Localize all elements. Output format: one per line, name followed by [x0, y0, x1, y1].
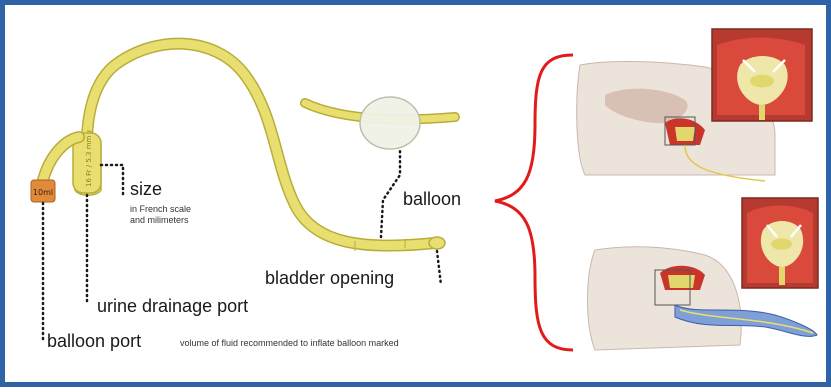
label-size: size	[130, 179, 162, 200]
balloon-port-volume-text: 10ml	[33, 188, 53, 197]
anatomy-inset-bottom	[742, 198, 818, 288]
size-marking-text: 16 Fr / 5.3 mm	[85, 135, 93, 187]
label-size-note-line1: in French scale	[130, 204, 191, 215]
balloon-leader-line	[381, 150, 400, 237]
inflated-balloon	[360, 97, 420, 149]
catheter-tip	[429, 237, 445, 249]
label-bladder-opening: bladder opening	[265, 268, 394, 289]
label-balloon-port-note: volume of fluid recommended to inflate b…	[180, 338, 399, 349]
label-urine-drainage-port: urine drainage port	[97, 296, 248, 317]
red-bracket	[495, 55, 573, 350]
anatomy-inset-top	[712, 29, 812, 121]
bladder-opening-leader-line	[437, 251, 441, 285]
label-balloon-port: balloon port	[47, 331, 141, 352]
size-leader-line	[101, 165, 123, 195]
label-balloon: balloon	[403, 189, 461, 210]
label-size-note-line2: and milimeters	[130, 215, 189, 226]
